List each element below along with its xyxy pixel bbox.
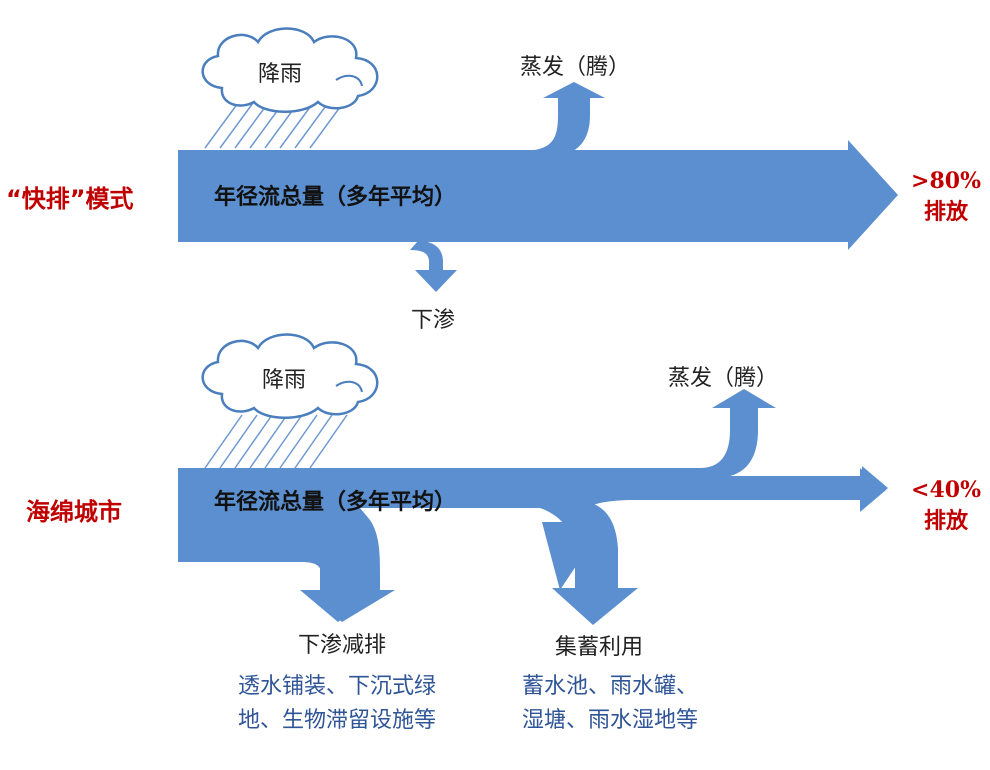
- fast-drain-rain-lines: [204, 102, 344, 149]
- sponge-city-infiltration-detail: 透水铺装、下沉式绿 地、生物滞留设施等: [238, 670, 436, 738]
- sponge-city-storage-detail-2: 湿塘、雨水湿地等: [522, 708, 699, 734]
- sponge-city-cloud-shape: [201, 333, 379, 419]
- fast-drain-rain-label: 降雨: [258, 62, 303, 87]
- sponge-city-infiltration-detail-1: 透水铺装、下沉式绿: [238, 674, 437, 699]
- sponge-city-infiltration-title: 下渗减排: [298, 633, 387, 658]
- sponge-city-discharge-label: 排放: [923, 507, 968, 534]
- sponge-city-storage-detail: 蓄水池、雨水罐、 湿塘、雨水湿地等: [522, 670, 698, 738]
- sponge-city-discharge-arrow: [640, 466, 888, 510]
- sponge-city-flow-label: 年径流总量（多年平均）: [214, 490, 457, 515]
- fast-drain-discharge-percent: >80%: [911, 168, 981, 194]
- sponge-city-rain-label: 降雨: [262, 368, 307, 393]
- fast-drain-infiltration-arrow: [410, 241, 457, 292]
- fast-drain-flow-label: 年径流总量（多年平均）: [214, 185, 457, 210]
- fast-drain-evaporation-label: 蒸发（腾）: [520, 55, 631, 80]
- sponge-city-cloud: [201, 333, 379, 469]
- fast-drain-discharge-label: 排放: [923, 198, 968, 225]
- sponge-city-flow: [178, 389, 888, 625]
- fast-drain-main-arrow: [178, 140, 898, 250]
- fast-drain-discharge-block: >80% 排放: [906, 166, 986, 228]
- fast-drain-mode-label: “快排”模式: [6, 185, 134, 213]
- fast-drain-flow: [178, 82, 898, 292]
- sponge-city-evaporation-label: 蒸发（腾）: [668, 366, 779, 391]
- fast-drain-infiltration-label: 下渗: [411, 308, 456, 333]
- sponge-city-infiltration-arrow: [300, 508, 382, 622]
- sponge-city-storage-detail-1: 蓄水池、雨水罐、: [522, 674, 699, 699]
- sponge-city-mode-label: 海绵城市: [26, 498, 122, 526]
- sponge-city-discharge-percent: <40%: [911, 477, 981, 503]
- sponge-city-storage-arrow: [540, 500, 638, 625]
- fast-drain-cloud: [201, 27, 379, 149]
- fast-drain-evaporation-arrow: [520, 82, 605, 158]
- sponge-city-discharge-block: <40% 排放: [906, 475, 986, 537]
- fast-drain-cloud-shape: [201, 27, 379, 113]
- sponge-city-rain-lines: [204, 414, 348, 469]
- sponge-city-infiltration-detail-2: 地、生物滞留设施等: [238, 708, 437, 734]
- sponge-city-storage-title: 集蓄利用: [555, 635, 644, 660]
